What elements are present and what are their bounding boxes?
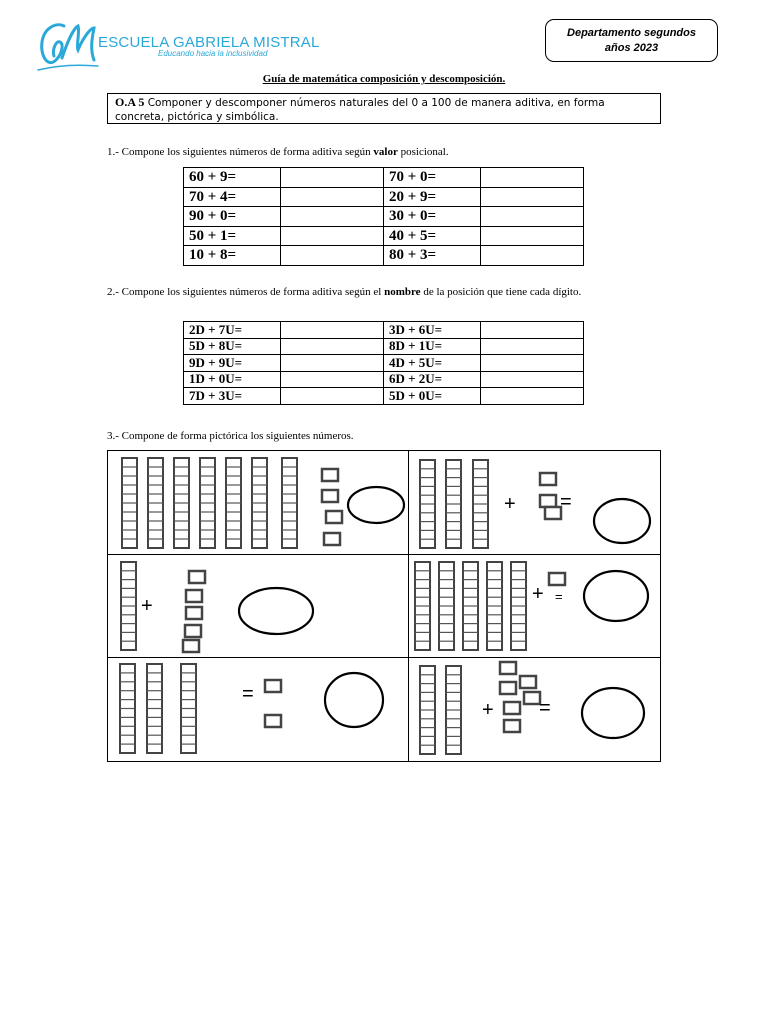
grid-divider [408, 450, 409, 762]
plus-sign: + [141, 595, 153, 617]
objective-box: O.A 5 Componer y descomponer números nat… [107, 93, 661, 124]
unit-cube [538, 471, 558, 487]
equals-sign: = [555, 589, 563, 604]
question-2-text-bold: nombre [384, 286, 421, 298]
objective-code: O.A 5 [115, 95, 145, 109]
equals-sign: = [242, 683, 254, 705]
question-1-text-after: posicional. [397, 146, 449, 158]
expression-cell: 1D + 0U= [182, 370, 282, 388]
table-row: 60 + 9= 70 + 0= [182, 167, 584, 188]
expression-cell: 5D + 8U= [182, 337, 282, 355]
answer-oval [237, 586, 315, 636]
unit-cube [502, 718, 522, 734]
pictorial-grid [107, 450, 661, 762]
expression-cell: 80 + 3= [382, 245, 482, 266]
unit-cube [320, 467, 340, 483]
expression-cell: 6D + 2U= [382, 370, 482, 388]
unit-cube [263, 713, 283, 729]
expression-cell: 60 + 9= [182, 167, 282, 188]
answer-cell[interactable] [480, 387, 584, 405]
unit-cube [322, 531, 342, 547]
school-logo-mark [37, 23, 99, 71]
department-box: Departamento segundos años 2023 [545, 19, 718, 62]
answer-oval [580, 686, 646, 740]
unit-cube [498, 660, 518, 676]
expression-cell: 5D + 0U= [382, 387, 482, 405]
unit-cube [320, 488, 340, 504]
unit-cube [538, 493, 558, 509]
table-row: 2D + 7U= 3D + 6U= [182, 321, 584, 339]
unit-cube [184, 605, 204, 621]
unit-cube [543, 505, 563, 521]
answer-cell[interactable] [480, 245, 584, 266]
document-title: Guía de matemática composición y descomp… [262, 73, 506, 85]
question-2-table: 2D + 7U= 3D + 6U= 5D + 8U= 8D + 1U= 9D +… [182, 321, 584, 405]
unit-cube [518, 674, 538, 690]
answer-oval [582, 569, 650, 623]
question-1-text-bold: valor [373, 146, 398, 158]
expression-cell: 8D + 1U= [382, 337, 482, 355]
question-2-text: 2.- Compone los siguientes números de fo… [107, 285, 647, 299]
expression-cell: 3D + 6U= [382, 321, 482, 339]
plus-sign: + [532, 583, 544, 605]
answer-oval [323, 671, 385, 729]
unit-cube [547, 571, 567, 587]
table-row: 5D + 8U= 8D + 1U= [182, 337, 584, 355]
table-row: 10 + 8= 80 + 3= [182, 245, 584, 266]
unit-cube [324, 509, 344, 525]
unit-cube [187, 569, 207, 585]
question-2-text-before: 2.- Compone los siguientes números de fo… [107, 286, 385, 298]
department-line-2: años 2023 [604, 41, 659, 54]
table-row: 50 + 1= 40 + 5= [182, 225, 584, 246]
question-3-text: 3.- Compone de forma pictórica los sigui… [107, 430, 354, 442]
unit-cube [522, 690, 542, 706]
unit-cube [502, 700, 522, 716]
expression-cell: 9D + 9U= [182, 354, 282, 372]
question-1-text-before: 1.- Compone los siguientes números de fo… [107, 146, 374, 158]
grid-divider [107, 657, 661, 658]
plus-sign: + [504, 493, 516, 515]
school-motto: Educando hacia la inclusividad [158, 49, 268, 58]
answer-oval [346, 485, 406, 525]
question-1-text: 1.- Compone los siguientes números de fo… [107, 145, 449, 159]
department-line-1: Departamento segundos [567, 26, 696, 39]
table-row: 1D + 0U= 6D + 2U= [182, 370, 584, 388]
objective-text: Componer y descomponer números naturales… [115, 97, 605, 123]
unit-cube [184, 588, 204, 604]
plus-sign: + [482, 699, 494, 721]
question-1-table: 60 + 9= 70 + 0= 70 + 4= 20 + 9= 90 + 0= … [182, 167, 584, 266]
expression-cell: 2D + 7U= [182, 321, 282, 339]
expression-cell: 7D + 3U= [182, 387, 282, 405]
unit-cube [263, 678, 283, 694]
grid-divider [107, 554, 661, 555]
equals-sign: = [539, 697, 551, 719]
expression-cell: 90 + 0= [182, 206, 282, 227]
expression-cell: 70 + 0= [382, 167, 482, 188]
question-2-text-after: de la posición que tiene cada dígito. [420, 286, 582, 298]
unit-cube [498, 680, 518, 696]
school-name: ESCUELA GABRIELA MISTRAL [98, 34, 320, 51]
expression-cell: 50 + 1= [182, 225, 282, 246]
unit-cube [183, 623, 203, 639]
answer-oval [592, 497, 652, 545]
unit-cube [181, 638, 201, 654]
expression-cell: 10 + 8= [182, 245, 282, 266]
equals-sign: = [560, 491, 572, 513]
table-row: 7D + 3U= 5D + 0U= [182, 387, 584, 405]
table-row: 90 + 0= 30 + 0= [182, 206, 584, 227]
